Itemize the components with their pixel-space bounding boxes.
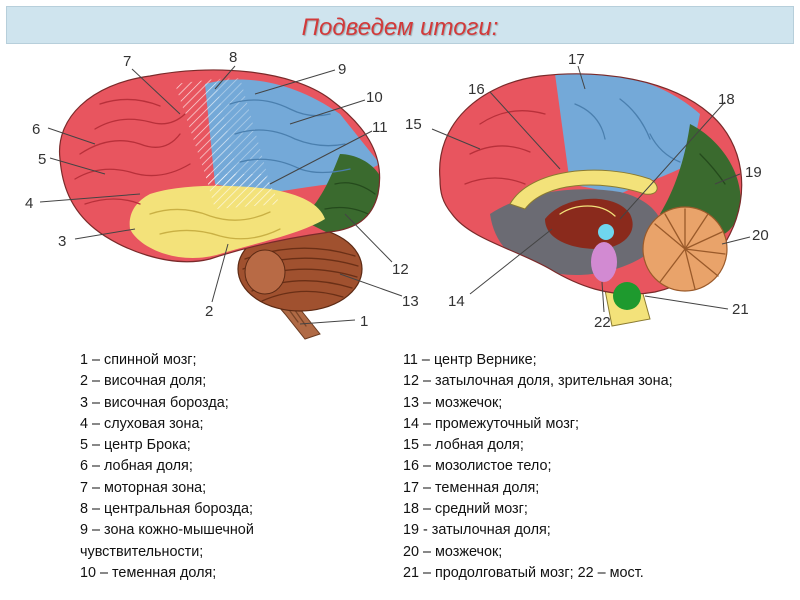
lateral-brain: 1 2 3 4 5 6 7 8 9 10 11 12 13 [25,49,419,340]
label-1: 1 [360,313,368,330]
legend-item: 12 – затылочная доля, зрительная зона; [403,373,673,390]
legend-item: 15 – лобная доля; [403,437,524,454]
label-7: 7 [123,53,131,70]
label-21: 21 [732,301,749,318]
label-14: 14 [448,293,465,310]
label-3: 3 [58,233,66,250]
legend-item: 4 – слуховая зона; [80,415,204,432]
legend-item: 5 – центр Брока; [80,437,191,454]
label-5: 5 [38,151,46,168]
legend-item: 18 – средний мозг; [403,501,528,518]
legend-left: 1 – спинной мозг; 2 – височная доля; 3 –… [80,350,254,584]
legend-item: чувствительности; [80,543,204,560]
sagittal-brain: 14 15 16 17 18 19 20 21 22 [405,51,769,331]
medulla [613,282,641,310]
legend-item: 6 – лобная доля; [80,458,193,475]
label-6: 6 [32,121,40,138]
legend-item: 14 – промежуточный мозг; [403,415,580,432]
pons [591,242,617,282]
label-17: 17 [568,51,585,68]
label-19: 19 [745,164,762,181]
legend-item: 3 – височная борозда; [80,394,229,411]
legend-item: 9 – зона кожно-мышечной [80,522,254,539]
label-4: 4 [25,195,33,212]
legend-item: 2 – височная доля; [80,373,207,390]
label-22: 22 [594,314,611,331]
label-15: 15 [405,116,422,133]
legend-item: 10 – теменная доля; [80,564,217,581]
legend-item: 1 – спинной мозг; [80,352,197,368]
legend-item: 21 – продолговатый мозг; 22 – мост. [403,564,644,581]
legend-item: 20 – мозжечок; [403,543,503,560]
corpus-callosum [509,169,658,210]
label-13: 13 [402,293,419,310]
page-title: Подведем итоги: [301,14,499,41]
label-18: 18 [718,91,735,108]
legend-right: 11 – центр Вернике; 12 – затылочная доля… [403,350,673,584]
legend-item: 13 – мозжечок; [403,394,503,411]
legend-item: 8 – центральная борозда; [80,501,254,518]
label-9: 9 [338,61,346,78]
legend-item: 11 – центр Вернике; [403,352,537,368]
label-8: 8 [229,49,237,66]
label-10: 10 [366,89,383,106]
legend-item: 16 – мозолистое тело; [403,458,552,475]
label-16: 16 [468,81,485,98]
legend-item: 7 – моторная зона; [80,479,207,496]
label-12: 12 [392,261,409,278]
legend-item: 17 – теменная доля; [403,479,540,496]
title-bar: Подведем итоги: [6,6,794,44]
brain-diagram: 1 2 3 4 5 6 7 8 9 10 11 12 13 [25,49,769,340]
label-2: 2 [205,303,213,320]
label-20: 20 [752,227,769,244]
legend-item: 19 - затылочная доля; [403,522,551,539]
label-11: 11 [372,119,388,136]
